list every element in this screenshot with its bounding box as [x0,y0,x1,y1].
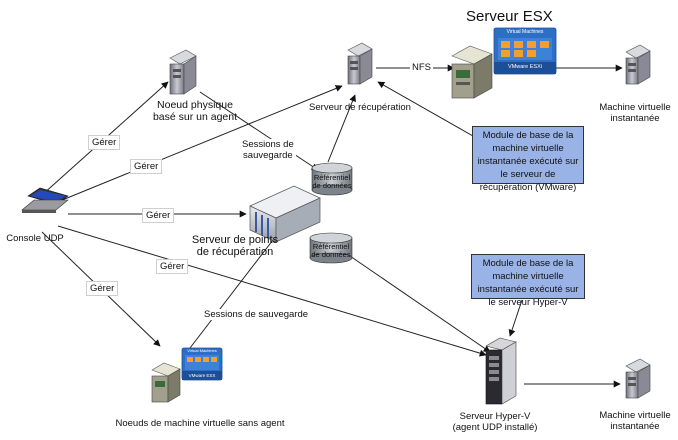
recovery-server-caption: Serveur de récupération [309,102,411,113]
edge-console-hyperv [57,225,487,357]
esx-host-icon [451,45,493,99]
esx-panel-footer: VMware ESXi [508,64,542,70]
vm-hyperv-server-icon [625,358,651,399]
rps-server-icon [249,185,321,243]
edge-datastore1-recovery [327,94,356,163]
edge-datastore2-hyperv [349,255,491,353]
note-hyperv-instant-vm: Module de base de la machine virtuelle i… [471,254,585,308]
vm-esx-caption: Machine virtuelle instantanée [599,102,671,124]
edge-label-backup-sessions-1: Sessions de sauvegarde [240,139,296,161]
agentless-host-icon [151,362,181,403]
datastore-1-caption: Référentiel de données [312,173,352,190]
esx-panel-header: Virtual Machines [506,29,544,35]
esx-server-title: Serveur ESX [466,8,553,25]
datastore-cylinder-1 [311,162,353,196]
vm-hyperv-caption: Machine virtuelle instantanée [599,410,671,432]
esx-vm-panel [493,27,557,75]
agentless-nodes-caption: Noeuds de machine virtuelle sans agent [115,418,285,429]
recovery-server-icon [347,42,373,85]
connections [41,64,623,388]
note-vmware-instant-vm: Module de base de la machine virtuelle i… [472,126,584,193]
edge-label-manage-rps: Gérer [142,208,175,223]
edge-label-backup-sessions-2: Sessions de sauvegarde [202,309,311,320]
agentless-panel-header: Virtual Machines [187,348,217,353]
rps-caption: Serveur de points de récupération [191,234,279,258]
edge-label-manage-agentless: Gérer [86,281,119,296]
edge-label-nfs: NFS [410,62,433,73]
edge-label-manage-hyperv: Gérer [156,259,189,274]
edge-note-recovery [377,81,481,141]
agentless-panel-footer: VMware ESX [188,373,216,378]
physical-node-server-icon [169,49,197,95]
edge-label-manage-recovery: Gérer [130,159,163,174]
datastore-cylinder-2 [309,232,353,264]
edge-console-recovery [49,85,343,206]
edge-physical-datastore1 [199,91,319,171]
console-caption: Console UDP [6,233,64,244]
hyperv-server-caption: Serveur Hyper-V (agent UDP installé) [452,411,538,433]
agentless-vm-panel [181,347,223,381]
console-laptop-icon [21,187,69,213]
edge-label-manage-physical: Gérer [88,135,121,150]
datastore-2-caption: Référentiel de données [311,242,351,259]
physical-node-caption: Noeud physique basé sur un agent [152,99,238,123]
hyperv-server-icon [485,337,517,405]
vm-esx-server-icon [625,44,651,85]
edge-note-hyperv [508,299,523,337]
edge-agentless-rps [189,235,277,349]
